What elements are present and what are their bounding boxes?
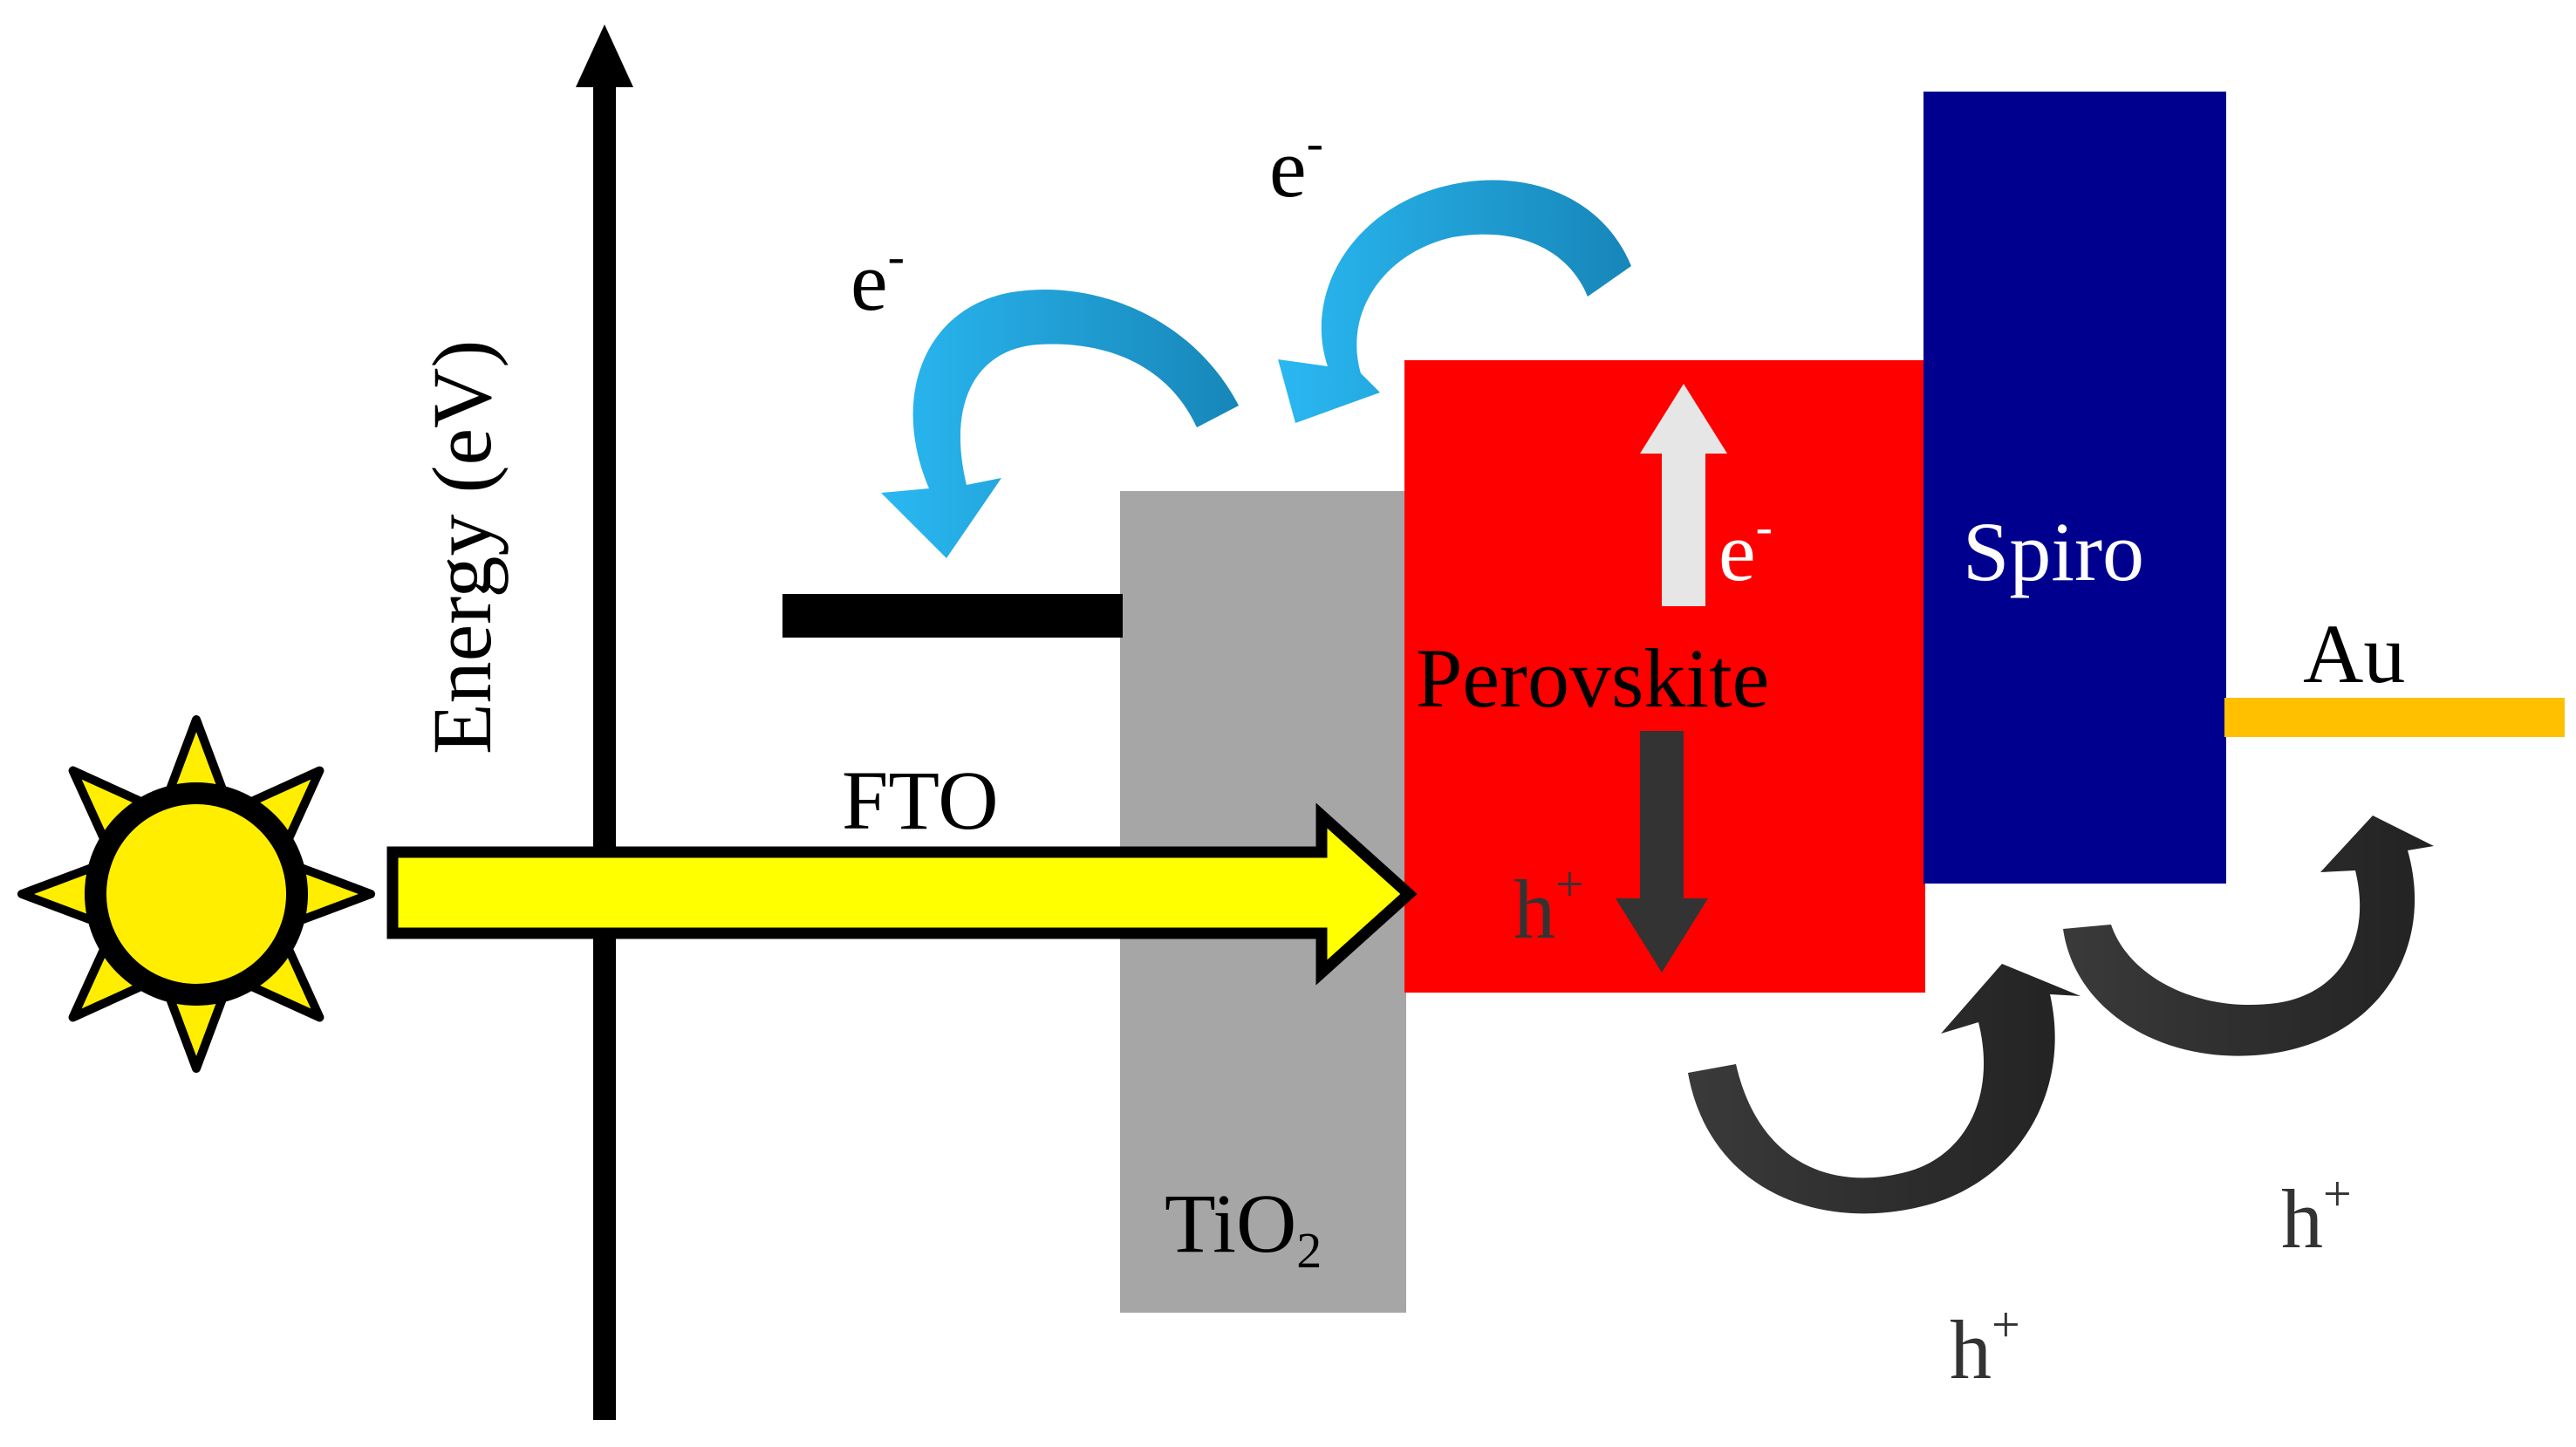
fto-label: FTO [842, 754, 999, 847]
hole-transfer-arrow-perovskite-to-spiro [1688, 964, 2081, 1214]
hole-label-au-base: h [2281, 1172, 2323, 1266]
hole-transfer-arrow-spiro-to-au [2063, 816, 2434, 1056]
electron-label-tio2-base: e [1269, 121, 1307, 215]
electron-label-tio2-sup: - [1307, 114, 1323, 171]
electron-label-fto-base: e [851, 235, 888, 328]
hole-label-au-sup: + [2323, 1165, 2352, 1222]
hole-down-arrow [1616, 731, 1708, 973]
spiro-layer [1923, 92, 2226, 884]
hole-label-au: h+ [2281, 1165, 2352, 1266]
perovskite-label: Perovskite [1416, 631, 1769, 725]
hole-label-perovskite: h+ [1513, 856, 1584, 956]
hole-label-spiro-base: h [1950, 1303, 1992, 1396]
fto-level [782, 594, 1123, 638]
electron-transfer-arrow-tio2-to-fto [881, 289, 1239, 558]
au-level [2224, 698, 2565, 737]
electron-up-arrow [1640, 384, 1727, 606]
hole-label-spiro-sup: + [1992, 1296, 2020, 1353]
energy-axis-label: Energy (eV) [415, 340, 509, 754]
electron-label-tio2: e- [1269, 114, 1323, 215]
spiro-label: Spiro [1963, 505, 2144, 598]
sun-icon [17, 715, 375, 1073]
au-label: Au [2303, 607, 2405, 700]
electron-transfer-arrow-perovskite-to-tio2 [1278, 180, 1631, 423]
electron-label-perovskite-sup: - [1756, 498, 1773, 555]
light-arrow [386, 802, 1418, 986]
hole-label-perovskite-base: h [1513, 863, 1555, 956]
electron-label-perovskite-base: e [1718, 505, 1756, 598]
tio2-label-base: TiO [1165, 1177, 1296, 1270]
hole-label-perovskite-sup: + [1555, 856, 1584, 912]
electron-label-fto-sup: - [888, 228, 905, 284]
electron-label-perovskite: e- [1718, 498, 1773, 598]
electron-label-fto: e- [851, 228, 905, 328]
energy-axis [576, 24, 633, 1420]
hole-label-spiro: h+ [1950, 1296, 2020, 1396]
tio2-label: TiO2 [1165, 1177, 1322, 1279]
tio2-label-sub: 2 [1296, 1222, 1322, 1279]
